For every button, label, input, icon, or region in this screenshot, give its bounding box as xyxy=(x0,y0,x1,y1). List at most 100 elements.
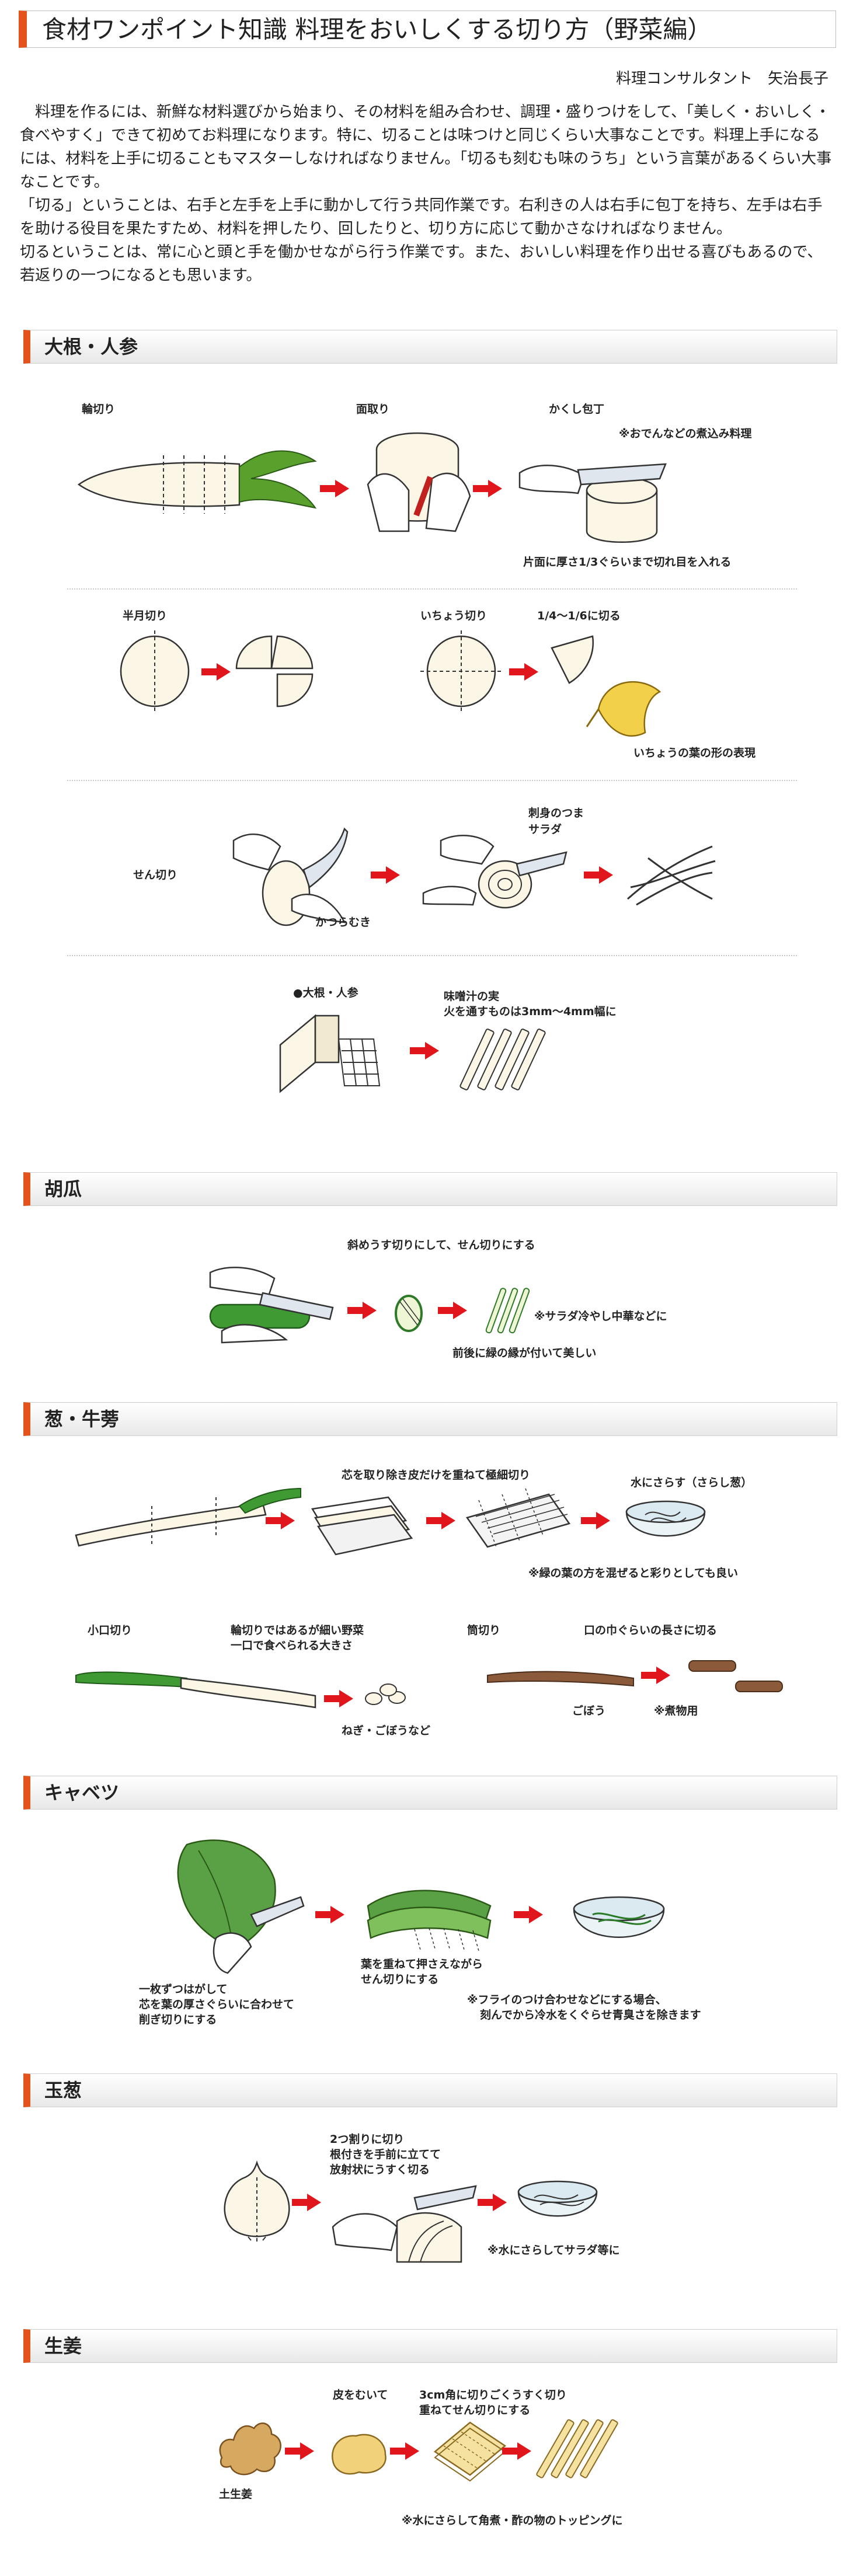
label-tsuchi-shouga: 土生姜 xyxy=(219,2488,253,2501)
label-sashimi: 刺身のつま xyxy=(528,807,584,820)
kyuuri-cut-illustration xyxy=(209,1267,334,1344)
divider xyxy=(67,588,797,590)
ginger-illustration xyxy=(219,2422,281,2476)
section-heading-cabbage: キャベツ xyxy=(23,1776,837,1810)
arrow-icon xyxy=(390,2442,419,2460)
hangetsu-illustration xyxy=(120,630,314,712)
caption-ichou: いちょうの葉の形の表現 xyxy=(633,747,756,759)
water-bowl-icon xyxy=(625,1500,706,1537)
label-negi-gobo: ねぎ・ごぼうなど xyxy=(342,1724,431,1737)
label-tsutsu-len: 口の巾ぐらいの長さに切る xyxy=(584,1624,718,1637)
arrow-icon xyxy=(473,480,502,497)
ichou-illustration xyxy=(420,630,502,712)
sticks-illustration xyxy=(459,1029,546,1090)
label-wagiri-2: 一口で食べられる大きさ xyxy=(231,1639,353,1652)
label-cabbage-left-3: 削ぎ切りにする xyxy=(139,2013,217,2026)
ginkgo-illustration xyxy=(551,635,661,737)
label-shiraga: 芯を取り除き皮だけを重ねて極細切り xyxy=(342,1469,531,1482)
page-title: 食材ワンポイント知識 料理をおいしくする切り方（野菜編） xyxy=(19,11,836,48)
arrow-icon xyxy=(315,1906,344,1923)
arrow-icon xyxy=(292,2194,321,2211)
arrow-icon xyxy=(584,866,613,884)
water-bowl-icon xyxy=(517,2180,598,2217)
kakushi-illustration xyxy=(518,463,667,543)
note-kyuuri: ※サラダ冷やし中華などに xyxy=(534,1310,667,1323)
negi-shredded-illustration xyxy=(465,1488,571,1548)
intro-paragraph: 料理を作るには、新鮮な材料選びから始まり、その材料を組み合わせ、調理・盛りつけを… xyxy=(20,103,832,191)
label-cabbage-left-2: 芯を葉の厚さぐらいに合わせて xyxy=(139,1998,295,2011)
arrow-icon xyxy=(641,1667,670,1684)
mentori-illustration xyxy=(367,432,471,532)
note-nimono: ※煮物用 xyxy=(654,1704,698,1717)
intro-paragraph: 切るということは、常に心と頭と手を働かせながら行う作業です。また、おいしい料理を… xyxy=(20,243,823,284)
caption-kakushi: 片面に厚さ1/3ぐらいまで切れ目を入れる xyxy=(523,556,732,569)
arrow-icon xyxy=(478,2194,507,2211)
cabbage-stack-illustration xyxy=(367,1890,492,1951)
ginger-sliced-illustration xyxy=(433,2421,507,2482)
note-cabbage-2: 刻んでから冷水をくぐらせ青臭さを除きます xyxy=(480,2009,701,2021)
negi-illustration xyxy=(75,1487,301,1547)
label-katsuramuki: かつらむき xyxy=(315,916,371,929)
label-koguchi: 小口切り xyxy=(88,1624,133,1637)
divider xyxy=(67,780,797,781)
katsuramuki-illustration xyxy=(232,827,349,926)
arrow-icon xyxy=(347,1302,377,1319)
label-sengiri: せん切り xyxy=(133,869,178,881)
arrow-icon xyxy=(371,866,400,884)
arrow-icon xyxy=(509,663,538,681)
stick-cut-illustration xyxy=(279,1014,381,1093)
arrow-icon xyxy=(324,1690,353,1707)
label-cabbage-left-1: 一枚ずつはがして xyxy=(139,1983,228,1996)
label-shouga-cut-2: 重ねてせん切りにする xyxy=(419,2404,531,2417)
label-tsutsu: 筒切り xyxy=(467,1624,501,1637)
arrow-icon xyxy=(410,1042,439,1059)
label-mentori: 面取り xyxy=(356,403,390,416)
koguchi-illustration xyxy=(75,1671,406,1709)
section-heading-negi: 葱・牛蒡 xyxy=(23,1402,837,1436)
arrow-icon xyxy=(285,2442,314,2460)
label-wagiri: 輪切り xyxy=(82,403,116,416)
arrow-icon xyxy=(581,1512,610,1529)
arrow-icon xyxy=(320,480,349,497)
label-tamanegi-2: 根付きを手前に立てて xyxy=(330,2148,441,2161)
label-wagiri-1: 輪切りではあるが細い野菜 xyxy=(231,1624,364,1637)
label-tamanegi-1: 2つ割りに切り xyxy=(330,2133,405,2146)
intro-text: 料理を作るには、新鮮な材料選びから始まり、その材料を組み合わせ、調理・盛りつけを… xyxy=(20,100,833,287)
note-tamanegi: ※水にさらしてサラダ等に xyxy=(488,2244,620,2257)
label-kyuuri-top: 斜めうす切りにして、せん切りにする xyxy=(347,1239,535,1252)
label-kyuuri-bottom: 前後に緑の縁が付いて美しい xyxy=(452,1347,597,1360)
arrow-icon xyxy=(502,2442,531,2460)
arrow-icon xyxy=(201,663,231,681)
label-sarashi: 水にさらす（さらし葱） xyxy=(631,1476,753,1489)
ginger-strips-illustration xyxy=(536,2419,618,2479)
label-daikon-ninjin: ●大根・人参 xyxy=(293,987,358,999)
label-shouga-kawa: 皮をむいて xyxy=(333,2389,388,2401)
author-credit: 料理コンサルタント 矢治長子 xyxy=(615,70,828,88)
label-miso-1: 味噌汁の実 xyxy=(444,990,500,1003)
water-bowl-icon xyxy=(573,1896,665,1938)
label-tamanegi-3: 放射状にうすく切る xyxy=(330,2163,430,2176)
note-shouga: ※水にさらして角煮・酢の物のトッピングに xyxy=(402,2514,623,2527)
arrow-icon xyxy=(426,1512,455,1529)
negi-layered-illustration xyxy=(311,1496,413,1556)
daikon-illustration xyxy=(77,450,317,514)
gobou-illustration xyxy=(487,1671,634,1687)
label-ichou-ratio: 1/4〜1/6に切る xyxy=(537,609,621,622)
label-ichou: いちょう切り xyxy=(420,609,488,622)
section-heading-shouga: 生姜 xyxy=(23,2329,837,2363)
gobou-pieces-illustration xyxy=(688,1660,783,1692)
label-cabbage-mid-2: せん切りにする xyxy=(361,1973,439,1986)
note-negi-green: ※緑の葉の方を混ぜると彩りとしても良い xyxy=(528,1567,738,1580)
intro-paragraph: 「切る」ということは、右手と左手を上手に動かして行う共同作業です。右利きの人は右… xyxy=(20,197,823,238)
arrow-icon xyxy=(266,1512,295,1529)
onion-slice-illustration xyxy=(332,2185,477,2263)
divider xyxy=(67,955,797,956)
label-cabbage-mid-1: 葉を重ねて押さえながら xyxy=(361,1958,483,1971)
note-cabbage-1: ※フライのつけ合わせなどにする場合、 xyxy=(467,1993,667,2006)
onion-illustration xyxy=(224,2160,290,2242)
label-hangetsu: 半月切り xyxy=(123,609,168,622)
label-kakushi: かくし包丁 xyxy=(549,403,605,416)
label-miso-2: 火を通すものは3mm〜4mm幅に xyxy=(444,1005,617,1018)
section-heading-kyuuri: 胡瓜 xyxy=(23,1172,837,1206)
section-heading-daikon: 大根・人参 xyxy=(23,330,837,364)
